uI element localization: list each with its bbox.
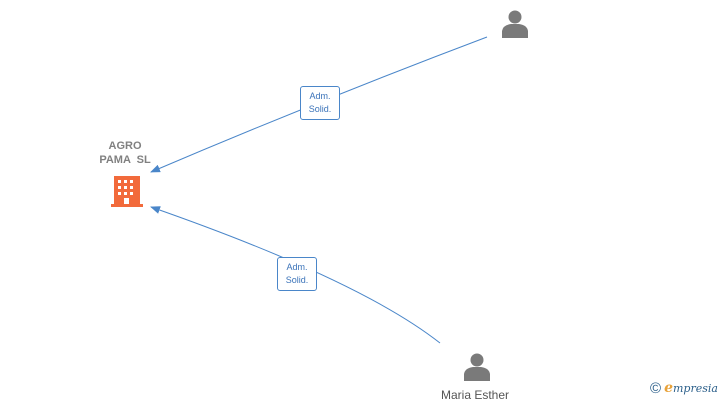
person-name[interactable]: Maria Esther: [440, 388, 510, 402]
brand-initial: e: [664, 380, 673, 396]
role-line-2: Solid.: [285, 275, 309, 285]
role-line-2: Solid.: [308, 104, 332, 114]
building-icon[interactable]: [111, 176, 143, 207]
person-icon[interactable]: [464, 353, 490, 382]
edge-role-badge: Adm. Solid.: [300, 86, 340, 120]
person-icon[interactable]: [502, 10, 528, 39]
edge-role-badge: Adm. Solid.: [277, 257, 317, 291]
company-name[interactable]: AGRO PAMA SL: [99, 140, 151, 166]
role-line-1: Adm.: [286, 262, 308, 272]
role-line-1: Adm.: [309, 91, 331, 101]
brand-name: mpresia: [672, 382, 718, 395]
copyright-icon: ©: [650, 380, 662, 397]
edge-line-person-2: [150, 206, 441, 344]
brand-logo: ©empresia: [650, 380, 718, 398]
